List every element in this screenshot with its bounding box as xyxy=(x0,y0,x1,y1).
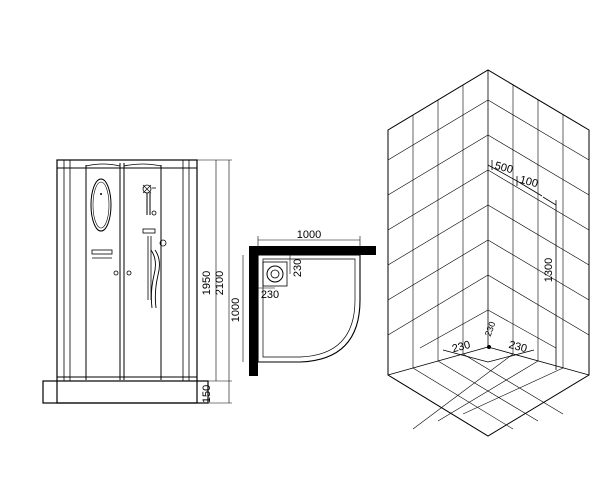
dim-corner-left: 230 xyxy=(451,339,472,355)
drain-marker xyxy=(487,345,491,349)
wall-top xyxy=(249,246,376,255)
dim-tray-height: 150 xyxy=(201,385,213,403)
room-view: 500 100 1300 230 230 230 xyxy=(387,69,590,437)
floor-tiles xyxy=(387,353,564,437)
dim-corner-small: 230 xyxy=(483,320,498,338)
dim-offset-100: 100 xyxy=(518,174,539,190)
front-view: 1950 2100 150 xyxy=(42,159,232,404)
right-wall-tiles xyxy=(487,85,590,368)
dim-plan-depth: 1000 xyxy=(230,298,242,322)
shelf xyxy=(91,249,113,255)
drain-icon xyxy=(266,265,284,283)
shower-head-icon xyxy=(142,184,152,194)
dim-plan-width: 1000 xyxy=(297,229,321,241)
dim-drain-x: 230 xyxy=(292,259,304,277)
tray-outline xyxy=(257,254,361,363)
dim-drain-y: 230 xyxy=(261,289,279,301)
mirror xyxy=(90,178,112,232)
shower-tray xyxy=(42,380,209,404)
door-handle-right xyxy=(126,270,132,276)
dim-cabin-height: 1950 xyxy=(201,271,213,295)
wall-left xyxy=(249,246,258,376)
left-wall-tiles xyxy=(387,85,489,368)
room-outline xyxy=(387,69,590,437)
door-handle-left xyxy=(113,270,119,276)
cabin-outer-frame xyxy=(56,159,198,404)
dim-height-1300: 1300 xyxy=(543,258,555,282)
plan-view: 1000 1000 230 230 xyxy=(230,229,376,376)
dim-offset-500: 500 xyxy=(493,160,514,176)
dim-total-height: 2100 xyxy=(214,271,226,295)
dim-corner-right: 230 xyxy=(507,339,528,355)
